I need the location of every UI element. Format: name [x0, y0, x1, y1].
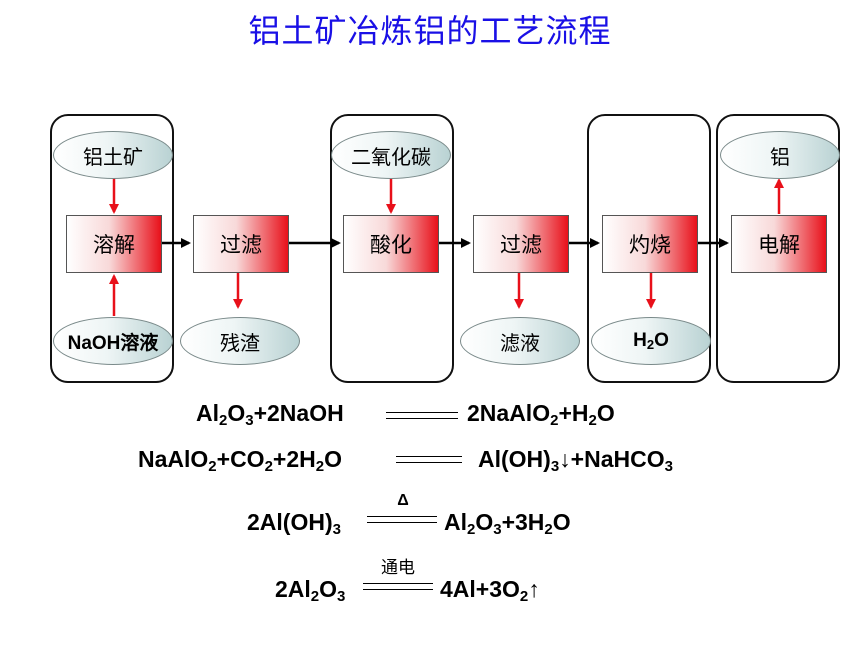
- group-electrolysis: [716, 114, 840, 383]
- node-acidify: 酸化: [343, 215, 439, 273]
- node-filtrate: 滤液: [460, 317, 580, 365]
- equation-3-condition: Δ: [397, 492, 409, 509]
- equation-4-left: 2Al2O3: [275, 576, 346, 605]
- node-dissolve: 溶解: [66, 215, 162, 273]
- equation-1-sign: [386, 412, 458, 419]
- node-water: H2O: [591, 317, 711, 365]
- node-bauxite: 铝土矿: [53, 131, 173, 179]
- node-water-label: H2O: [633, 330, 669, 352]
- equation-2-left: NaAlO2+CO2+2H2O: [138, 446, 342, 475]
- equation-4-sign: [363, 583, 433, 590]
- equation-4-condition: 通电: [381, 558, 415, 578]
- page-title: 铝土矿冶炼铝的工艺流程: [248, 12, 612, 50]
- node-filter1: 过滤: [193, 215, 289, 273]
- node-residue: 残渣: [180, 317, 300, 365]
- node-naoh: NaOH溶液: [53, 317, 173, 365]
- group-dissolve: [50, 114, 174, 383]
- node-calcine: 灼烧: [602, 215, 698, 273]
- equation-1-right: 2NaAlO2+H2O: [467, 400, 615, 429]
- group-calcine: [587, 114, 711, 383]
- node-aluminum: 铝: [720, 131, 840, 179]
- equation-3-left: 2Al(OH)3: [247, 509, 341, 538]
- equation-3-right: Al2O3+3H2O: [444, 509, 571, 538]
- equation-2-right: Al(OH)3↓+NaHCO3: [478, 446, 673, 475]
- equation-3-sign: [367, 516, 437, 523]
- equation-4-right: 4Al+3O2↑: [440, 576, 540, 605]
- node-filter2: 过滤: [473, 215, 569, 273]
- equation-2-sign: [396, 456, 462, 463]
- equation-1-left: Al2O3+2NaOH: [196, 400, 344, 429]
- node-electrolysis: 电解: [731, 215, 827, 273]
- group-acidify: [330, 114, 454, 383]
- node-co2: 二氧化碳: [331, 131, 451, 179]
